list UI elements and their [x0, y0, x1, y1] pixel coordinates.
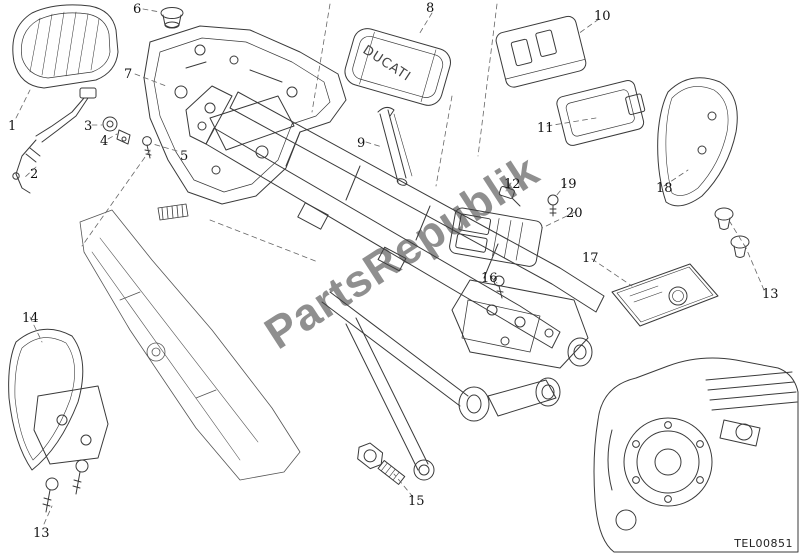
rear-fender: [79, 209, 301, 481]
callout-15: 15: [408, 494, 425, 509]
callout-2: 2: [30, 167, 39, 182]
taillight: [12, 4, 119, 143]
callout-8: 8: [426, 1, 435, 16]
screw-5: [142, 136, 152, 159]
callout-11: 11: [537, 121, 554, 136]
cable-guide: [157, 203, 189, 221]
callout-5: 5: [180, 149, 189, 164]
bolt-16: [493, 275, 505, 299]
tool-rod: [377, 106, 413, 186]
callout-18: 18: [656, 181, 673, 196]
seat-cover-pad: [344, 28, 451, 106]
callout-6: 6: [133, 2, 142, 17]
side-panel-right: [657, 77, 738, 207]
side-panel-left: [8, 328, 109, 471]
rear-subframe: [185, 85, 605, 481]
grommet-pair-right: [714, 207, 750, 258]
seat-base-plate: [143, 25, 347, 205]
callout-19: 19: [560, 177, 577, 192]
callout-7: 7: [124, 67, 133, 82]
owners-manual: [611, 263, 719, 327]
leader-lines: [15, 3, 765, 525]
diagram-code: TEL00851: [734, 537, 793, 550]
callout-16: 16: [481, 271, 498, 286]
bolt-19: [547, 194, 559, 217]
toolkit-case: [556, 80, 646, 146]
screw-pair-left: [42, 459, 89, 513]
wiring-harness: [12, 139, 41, 194]
callout-17: 17: [582, 251, 599, 266]
callout-3: 3: [84, 119, 93, 134]
callout-12: 12: [504, 177, 521, 192]
toolkit-pouch: [495, 15, 587, 88]
brand-text: DUCATI: [360, 43, 414, 85]
callout-9: 9: [357, 136, 366, 151]
engine: [593, 357, 799, 553]
rubber-cap: [160, 7, 184, 29]
callout-10: 10: [594, 9, 611, 24]
callout-14: 14: [22, 311, 39, 326]
bush-4: [116, 129, 131, 145]
callout-1: 1: [8, 119, 17, 134]
bolt-15: [357, 442, 406, 485]
callout-13: 13: [33, 526, 50, 541]
sensor-12: [498, 186, 521, 207]
callout-13: 13: [762, 287, 779, 302]
washer-3: [102, 116, 118, 132]
callout-4: 4: [100, 134, 109, 149]
ecu-unit: [449, 207, 543, 267]
callout-20: 20: [566, 206, 583, 221]
